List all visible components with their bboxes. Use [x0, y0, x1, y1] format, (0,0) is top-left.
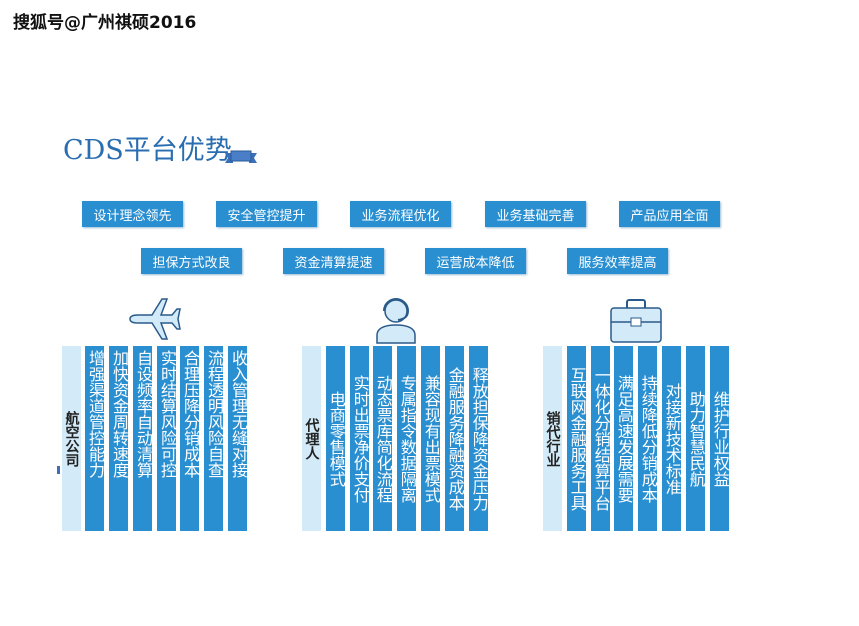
feature-column: 电商零售模式: [326, 346, 346, 531]
feature-column: 合理压降分销成本: [180, 346, 200, 531]
ribbon-icon: [225, 150, 257, 163]
group-label: 航空公司: [62, 346, 81, 531]
advantage-button[interactable]: 运营成本降低: [425, 248, 526, 274]
headset-agent-icon: [376, 298, 416, 344]
advantage-button[interactable]: 产品应用全面: [619, 201, 720, 227]
feature-column: 自设频率自动清算: [133, 346, 153, 531]
airplane-icon: [129, 298, 181, 340]
group-label: 销代行业: [543, 346, 562, 531]
feature-column: 收入管理无缝对接: [228, 346, 248, 531]
advantage-button[interactable]: 担保方式改良: [141, 248, 242, 274]
feature-column: 满足高速发展需要: [614, 346, 634, 531]
feature-column: 维护行业权益: [710, 346, 730, 531]
feature-column: 流程透明风险自查: [204, 346, 224, 531]
feature-column: 对接新技术标准: [662, 346, 682, 531]
page-title: CDS平台优势: [63, 135, 232, 166]
feature-column: 持续降低分销成本: [638, 346, 658, 531]
feature-column: 助力智慧民航: [686, 346, 706, 531]
feature-column: 增强渠道管控能力: [85, 346, 105, 531]
feature-column: 动态票库简化流程: [373, 346, 393, 531]
marker: [57, 466, 60, 474]
advantage-button[interactable]: 安全管控提升: [216, 201, 317, 227]
advantage-button[interactable]: 业务流程优化: [350, 201, 451, 227]
advantage-button[interactable]: 服务效率提高: [567, 248, 668, 274]
feature-column: 兼容现有出票模式: [421, 346, 441, 531]
feature-column: 释放担保降资金压力: [469, 346, 489, 531]
watermark: 搜狐号@广州祺硕2016: [13, 13, 197, 33]
briefcase-icon: [610, 299, 662, 343]
feature-column: 专属指令数据隔离: [397, 346, 417, 531]
group-label: 代理人: [302, 346, 321, 531]
feature-column: 实时结算风险可控: [157, 346, 177, 531]
feature-column: 实时出票净价支付: [350, 346, 370, 531]
advantage-button[interactable]: 业务基础完善: [485, 201, 586, 227]
advantage-button[interactable]: 资金清算提速: [283, 248, 384, 274]
feature-column: 一体化分销结算平台: [591, 346, 611, 531]
feature-column: 金融服务降融资成本: [445, 346, 465, 531]
advantage-button[interactable]: 设计理念领先: [82, 201, 183, 227]
feature-column: 互联网金融服务工具: [567, 346, 587, 531]
feature-column: 加快资金周转速度: [109, 346, 129, 531]
